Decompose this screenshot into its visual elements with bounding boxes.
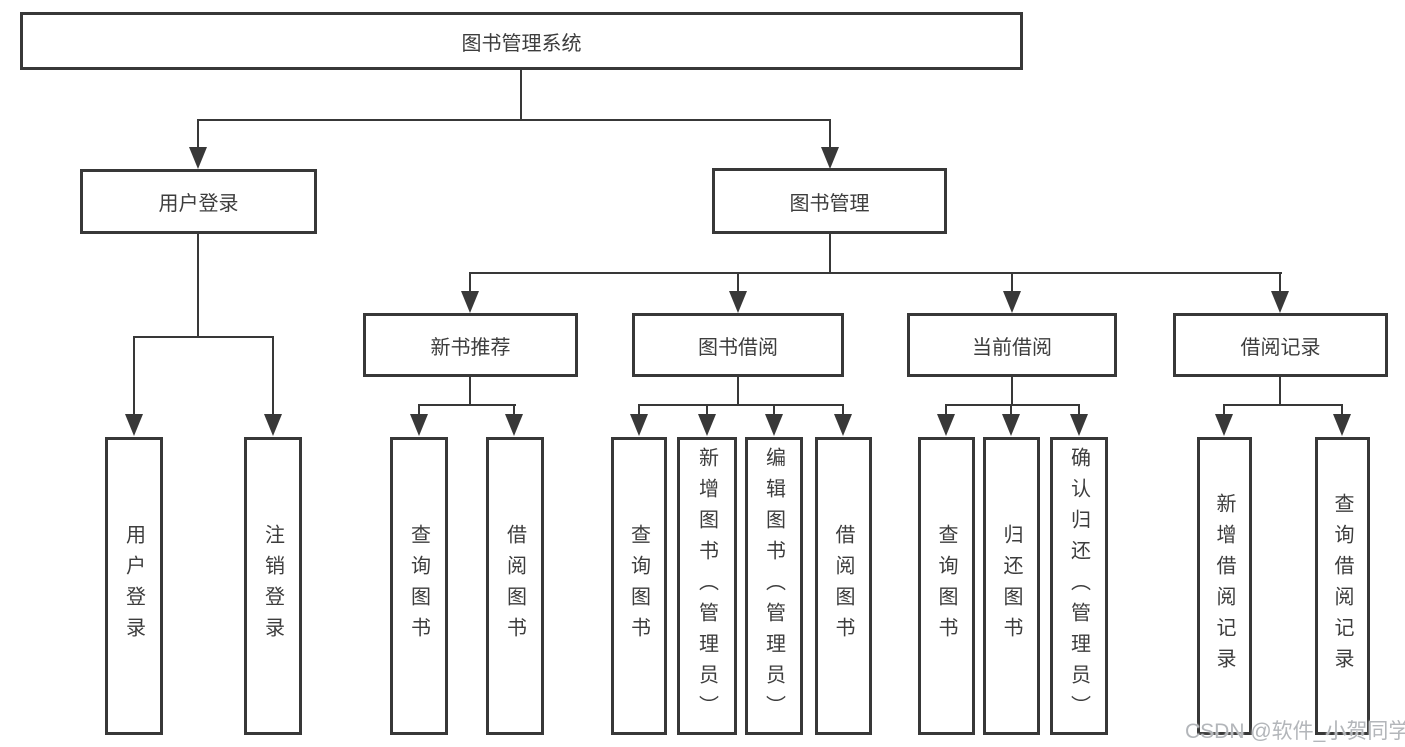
arrow-down-icon	[1003, 291, 1021, 313]
connector-line	[829, 234, 831, 273]
connector-line	[829, 121, 831, 148]
leaf-query-borrow-record: 查询借阅记录	[1315, 437, 1370, 735]
leaf-query-books-recommend: 查询图书	[390, 437, 448, 735]
connector-line	[842, 406, 844, 415]
node-book-borrowing: 图书借阅	[632, 313, 844, 377]
connector-line	[418, 406, 420, 415]
connector-line	[706, 406, 708, 415]
leaf-confirm-return-admin: 确认归还（管理员）	[1050, 437, 1108, 735]
arrow-down-icon	[461, 291, 479, 313]
connector-line	[133, 338, 135, 415]
connector-line	[945, 404, 1080, 406]
arrow-down-icon	[410, 414, 428, 436]
arrow-down-icon	[1070, 414, 1088, 436]
connector-line	[1011, 377, 1013, 405]
node-label: 图书管理系统	[461, 32, 582, 55]
connector-line	[469, 377, 471, 405]
leaf-label: 查询图书	[407, 524, 430, 648]
connector-line	[469, 274, 471, 292]
connector-line	[1010, 406, 1012, 415]
connector-line	[737, 274, 739, 292]
arrow-down-icon	[505, 414, 523, 436]
leaf-query-books-borrowing: 查询图书	[611, 437, 667, 735]
leaf-label: 查询图书	[935, 524, 957, 648]
arrow-down-icon	[1333, 414, 1351, 436]
arrow-down-icon	[729, 291, 747, 313]
arrow-down-icon	[125, 414, 143, 436]
leaf-label: 新增借阅记录	[1213, 493, 1235, 679]
leaf-label: 借阅图书	[503, 524, 526, 648]
connector-line	[1279, 274, 1281, 292]
connector-line	[272, 338, 274, 415]
leaf-edit-books-admin: 编辑图书（管理员）	[745, 437, 803, 735]
connector-line	[638, 404, 844, 406]
node-current-borrowing: 当前借阅	[907, 313, 1117, 377]
connector-line	[1011, 274, 1013, 292]
leaf-user-login: 用户登录	[105, 437, 163, 735]
node-user-login: 用户登录	[80, 169, 317, 234]
leaf-label: 查询借阅记录	[1331, 493, 1353, 679]
arrow-down-icon	[698, 414, 716, 436]
leaf-borrow-books-recommend: 借阅图书	[486, 437, 544, 735]
arrow-down-icon	[821, 147, 839, 169]
leaf-label: 归还图书	[1000, 524, 1022, 648]
connector-line	[773, 406, 775, 415]
connector-line	[1341, 406, 1343, 415]
leaf-label: 查询图书	[627, 524, 650, 648]
leaf-label: 新增图书（管理员）	[695, 446, 718, 726]
connector-line	[469, 272, 1282, 274]
connector-line	[1078, 406, 1080, 415]
connector-line	[197, 119, 831, 121]
arrow-down-icon	[264, 414, 282, 436]
node-book-management: 图书管理	[712, 168, 947, 234]
leaf-label: 确认归还（管理员）	[1067, 446, 1090, 726]
leaf-return-books: 归还图书	[983, 437, 1040, 735]
leaf-borrow-books-borrowing: 借阅图书	[815, 437, 872, 735]
connector-line	[133, 336, 274, 338]
node-label: 图书借阅	[698, 336, 778, 359]
leaf-label: 注销登录	[261, 524, 284, 648]
connector-line	[418, 404, 516, 406]
node-label: 当前借阅	[972, 336, 1052, 359]
node-label: 图书管理	[789, 192, 870, 215]
arrow-down-icon	[630, 414, 648, 436]
leaf-add-books-admin: 新增图书（管理员）	[677, 437, 737, 735]
arrow-down-icon	[937, 414, 955, 436]
leaf-label: 用户登录	[122, 524, 145, 648]
node-new-book-recommend: 新书推荐	[363, 313, 578, 377]
leaf-label: 借阅图书	[832, 524, 854, 648]
node-book-management-system: 图书管理系统	[20, 12, 1023, 70]
node-borrowing-records: 借阅记录	[1173, 313, 1388, 377]
leaf-label: 编辑图书（管理员）	[762, 446, 785, 726]
connector-line	[737, 377, 739, 405]
node-label: 用户登录	[158, 193, 239, 215]
connector-line	[513, 406, 515, 415]
arrow-down-icon	[1215, 414, 1233, 436]
leaf-query-books-current: 查询图书	[918, 437, 975, 735]
connector-line	[638, 406, 640, 415]
watermark: CSDN @软件_小贺同学	[1185, 720, 1405, 743]
arrow-down-icon	[1271, 291, 1289, 313]
connector-line	[520, 70, 522, 120]
connector-line	[1223, 406, 1225, 415]
connector-line	[197, 234, 199, 337]
leaf-logout: 注销登录	[244, 437, 302, 735]
connector-line	[1279, 377, 1281, 405]
connector-line	[945, 406, 947, 415]
node-label: 借阅记录	[1240, 336, 1321, 359]
arrow-down-icon	[1002, 414, 1020, 436]
arrow-down-icon	[834, 414, 852, 436]
connector-line	[1223, 404, 1343, 406]
arrow-down-icon	[189, 147, 207, 169]
arrow-down-icon	[765, 414, 783, 436]
node-label: 新书推荐	[430, 336, 511, 359]
connector-line	[197, 121, 199, 148]
leaf-add-borrow-record: 新增借阅记录	[1197, 437, 1252, 735]
